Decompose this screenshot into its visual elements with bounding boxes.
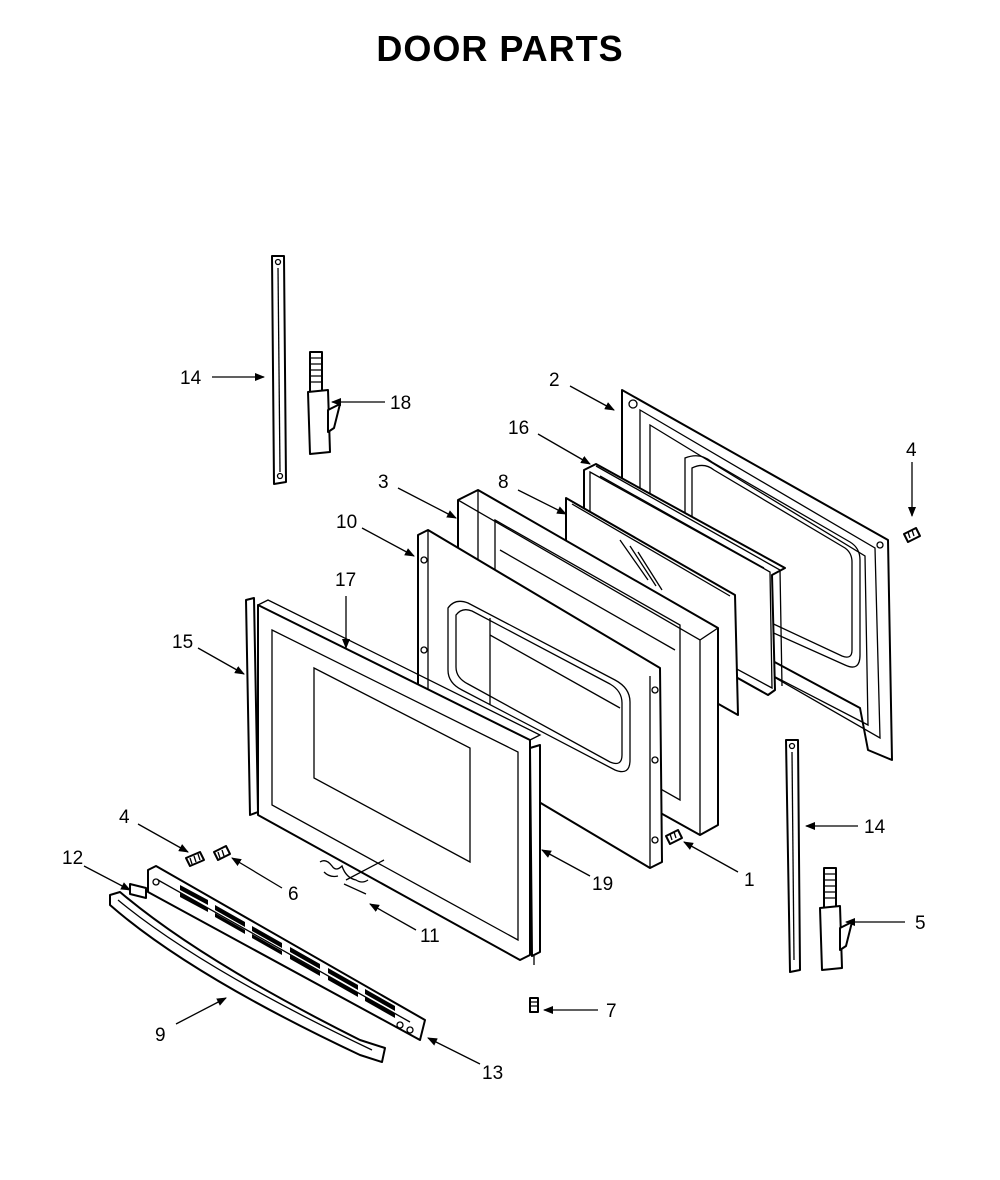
callout-15: 15 — [172, 632, 193, 653]
callout-16: 16 — [508, 418, 529, 439]
part-hinge-bar-left — [271, 255, 287, 485]
callout-13: 13 — [482, 1063, 503, 1084]
callout-8: 8 — [498, 472, 509, 493]
callout-6: 6 — [288, 884, 299, 905]
callout-14-right: 14 — [864, 817, 886, 838]
part-hinge-right — [819, 867, 853, 971]
callout-18: 18 — [390, 393, 411, 414]
callout-5: 5 — [915, 913, 926, 934]
callout-labels: 14 18 2 16 4 3 8 10 17 15 14 4 12 6 19 1… — [62, 368, 926, 1084]
part-right-trim — [529, 744, 541, 965]
part-vent-trim — [147, 865, 426, 1041]
callout-12: 12 — [62, 848, 83, 869]
part-screws — [185, 527, 921, 1013]
callout-10: 10 — [336, 512, 357, 533]
callout-7: 7 — [606, 1001, 617, 1022]
part-door-handle — [109, 891, 386, 1063]
part-badge — [319, 860, 369, 895]
callout-3: 3 — [378, 472, 389, 493]
callout-19: 19 — [592, 874, 613, 895]
callout-1: 1 — [744, 870, 755, 891]
part-hinge-bar-right — [785, 739, 801, 973]
part-clip — [129, 883, 147, 899]
callout-17: 17 — [335, 570, 356, 591]
callout-11: 11 — [420, 926, 440, 947]
leader-lines — [83, 373, 916, 1065]
callout-2: 2 — [549, 370, 560, 391]
diagram-title: DOOR PARTS — [376, 28, 624, 69]
callout-4-right: 4 — [906, 440, 917, 461]
callout-4-left: 4 — [119, 807, 130, 828]
part-left-trim — [245, 597, 259, 816]
callout-14-left: 14 — [180, 368, 202, 389]
part-hinge-left — [307, 351, 341, 455]
callout-9: 9 — [155, 1025, 166, 1046]
part-outer-door-panel — [257, 599, 542, 961]
